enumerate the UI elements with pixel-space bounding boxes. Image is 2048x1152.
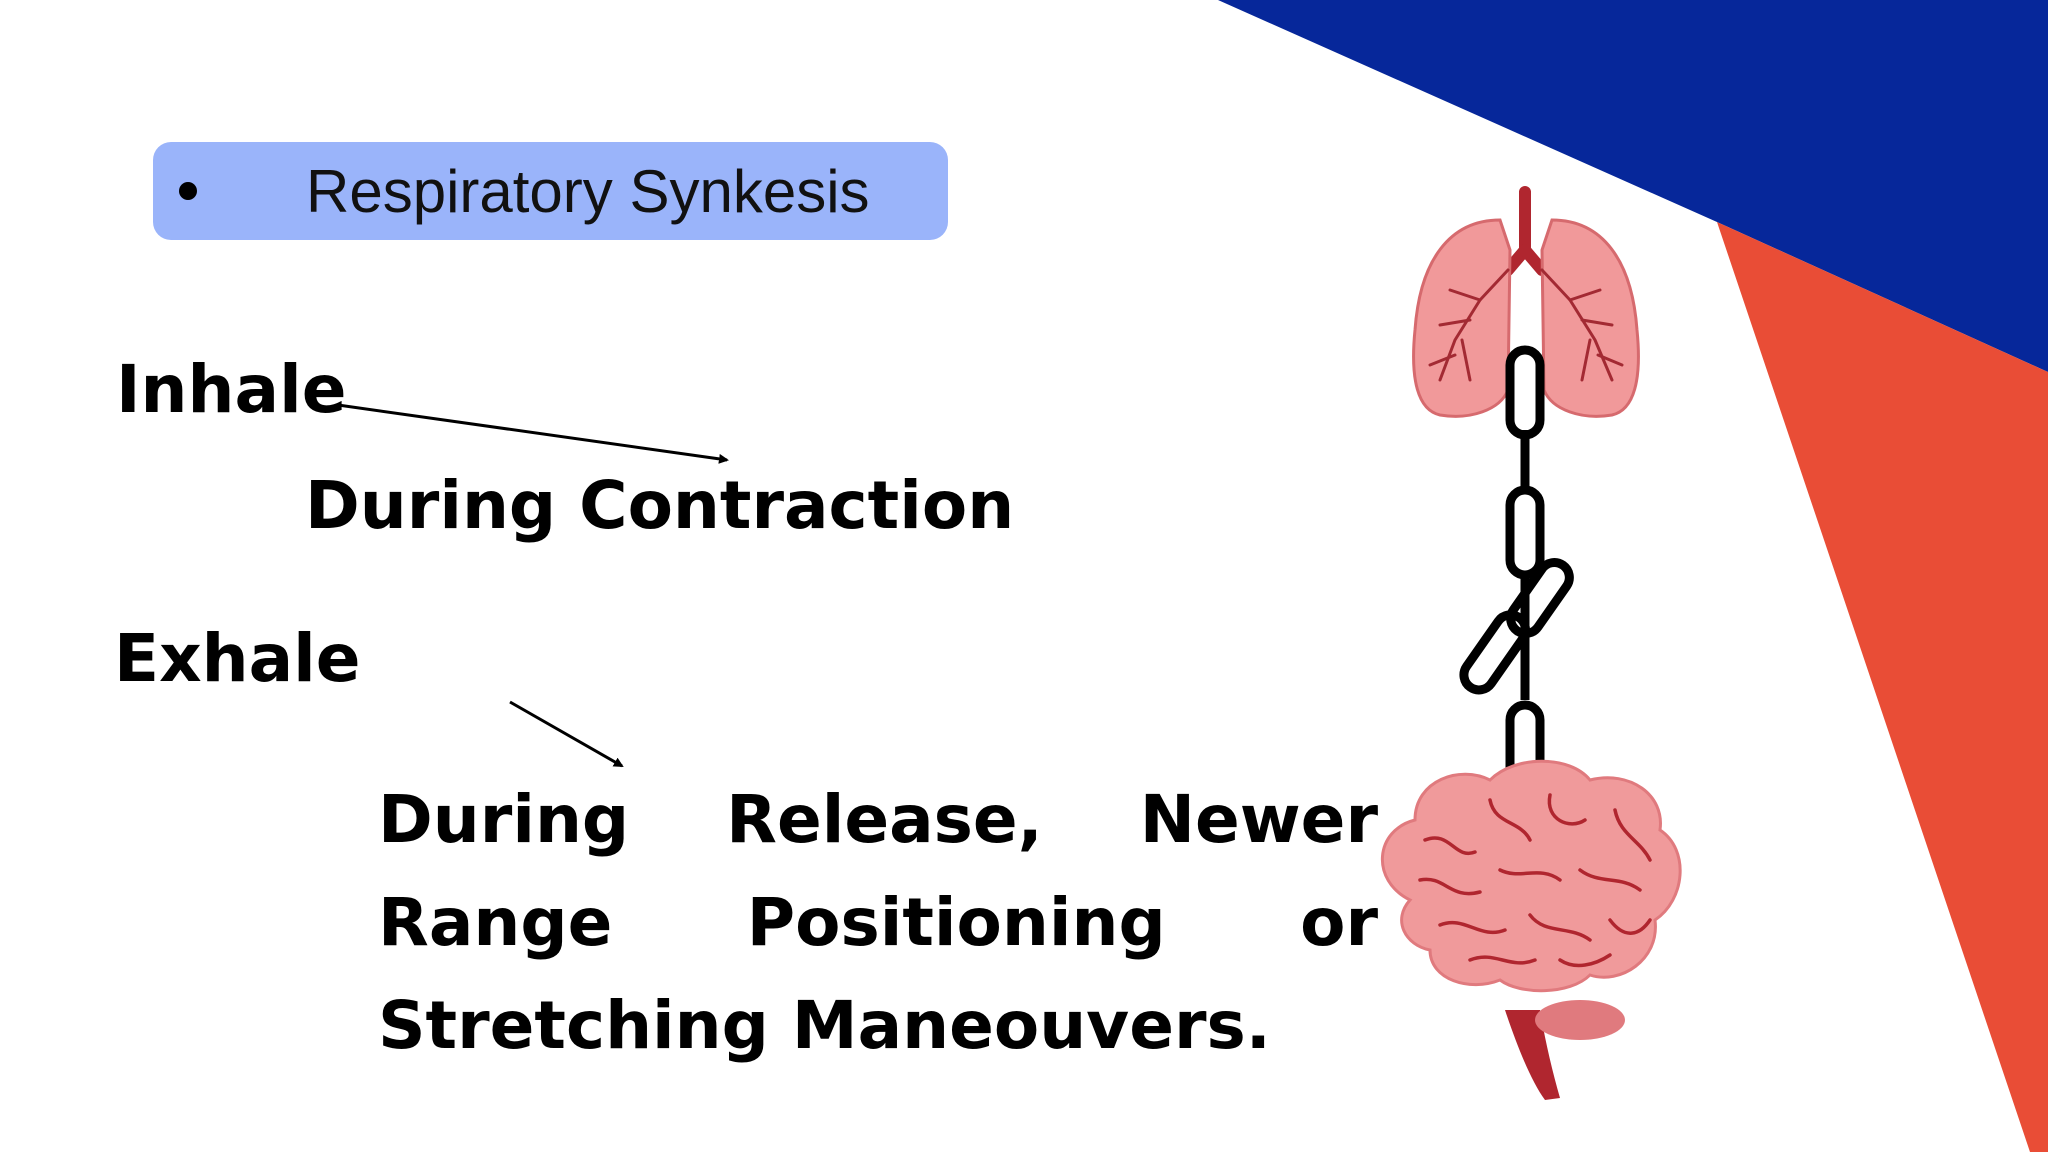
lungs-icon — [1412, 186, 1640, 418]
lungs-chain-brain-illustration — [1381, 186, 1682, 1100]
inhale-label: Inhale — [116, 351, 347, 428]
inhale-result: During Contraction — [305, 467, 1015, 544]
exhale-label: Exhale — [114, 620, 361, 697]
inhale-arrow-icon — [337, 403, 729, 464]
section-pill: Respiratory Synkesis — [153, 142, 948, 240]
brain-icon — [1381, 759, 1682, 1100]
exhale-arrow-icon — [509, 700, 624, 768]
exhale-result: During Release, Newer Range Positioning … — [378, 781, 1378, 1064]
section-title: Respiratory Synkesis — [306, 158, 870, 225]
navy-corner-shape — [1218, 0, 2048, 372]
orange-band-shape — [1717, 222, 2048, 1152]
bullet-icon — [179, 182, 197, 200]
